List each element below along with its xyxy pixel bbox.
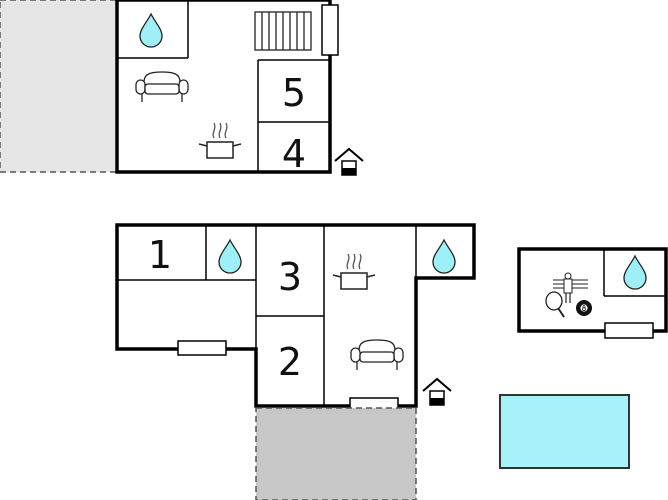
water-drop-icon [218,239,242,274]
cooking-pot-icon [332,253,376,290]
terrace-lower [255,407,417,500]
cooking-pot-icon [198,122,242,159]
stairs-icon [254,11,312,51]
annex-building [517,247,668,333]
upper-building [115,0,332,174]
billiard-ball-icon [576,300,592,316]
house-entrance-icon [334,148,364,176]
window-upper-right [321,4,339,56]
room-number-4: 4 [282,132,306,176]
sofa-icon [135,71,189,103]
window-lower-left [177,340,227,356]
water-drop-icon [623,255,647,290]
house-entrance-icon [422,378,452,406]
room-number-3: 3 [278,255,302,299]
sofa-icon [350,339,404,371]
swimming-pool [499,394,630,469]
room-number-5: 5 [282,71,306,115]
water-drop-icon [432,239,456,274]
room-number-2: 2 [278,340,302,384]
terrace-upper [0,0,118,173]
room-number-1: 1 [148,233,172,277]
water-drop-icon [139,13,163,48]
window-annex [604,322,654,339]
table-tennis-icon [545,291,565,318]
foosball-icon [553,272,588,303]
lower-building [115,223,476,408]
